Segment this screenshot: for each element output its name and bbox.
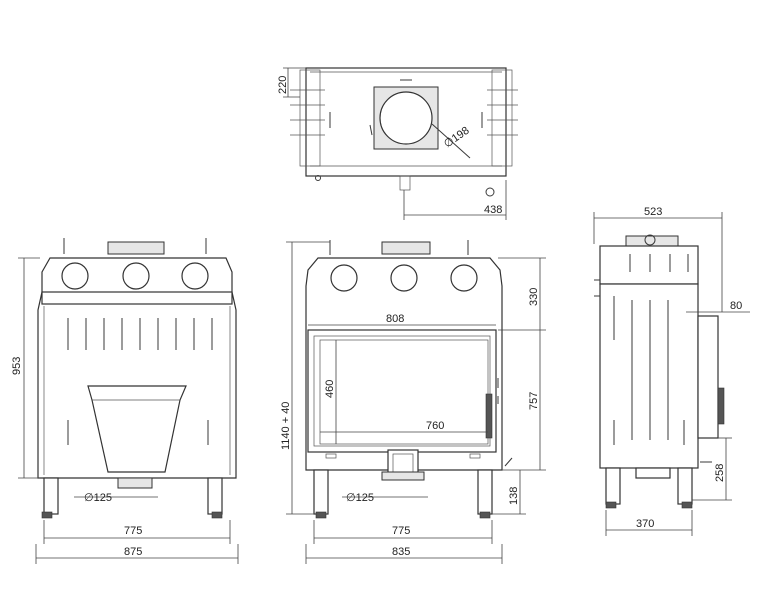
front-view-open: 1140 + 40 808 760 460 330 757 138 ∅125 7…	[280, 240, 546, 564]
dim-width-775-left: 775	[124, 525, 142, 537]
dim-base-370: 370	[636, 518, 654, 530]
dim-width-775-right: 775	[392, 525, 410, 537]
dim-handle-80: 80	[730, 300, 742, 312]
dim-height-1140-40: 1140 + 40	[280, 402, 292, 450]
dim-glass-808: 808	[386, 313, 404, 325]
dim-depth-523: 523	[644, 206, 662, 218]
dim-width-875: 875	[124, 546, 142, 558]
dim-outlet-125-left: ∅125	[84, 492, 112, 504]
dim-height-953: 953	[11, 357, 23, 375]
dim-outlet-125-right: ∅125	[346, 492, 374, 504]
dim-opening-760: 760	[426, 420, 444, 432]
dim-top-220: 220	[277, 76, 289, 94]
dim-width-835: 835	[392, 546, 410, 558]
side-view: 523 80 258 370	[593, 206, 750, 536]
flue-outlet	[379, 91, 433, 145]
dim-top-330: 330	[528, 288, 540, 306]
dim-right-757: 757	[528, 392, 540, 410]
dim-legs-138: 138	[508, 487, 520, 505]
front-view-closed: 953 ∅125 775 875	[11, 238, 239, 564]
dim-lower-258: 258	[714, 464, 726, 482]
top-view: 220 ∅198 438	[277, 67, 518, 220]
dim-opening-460: 460	[324, 380, 336, 398]
dim-offset-438: 438	[484, 204, 502, 216]
